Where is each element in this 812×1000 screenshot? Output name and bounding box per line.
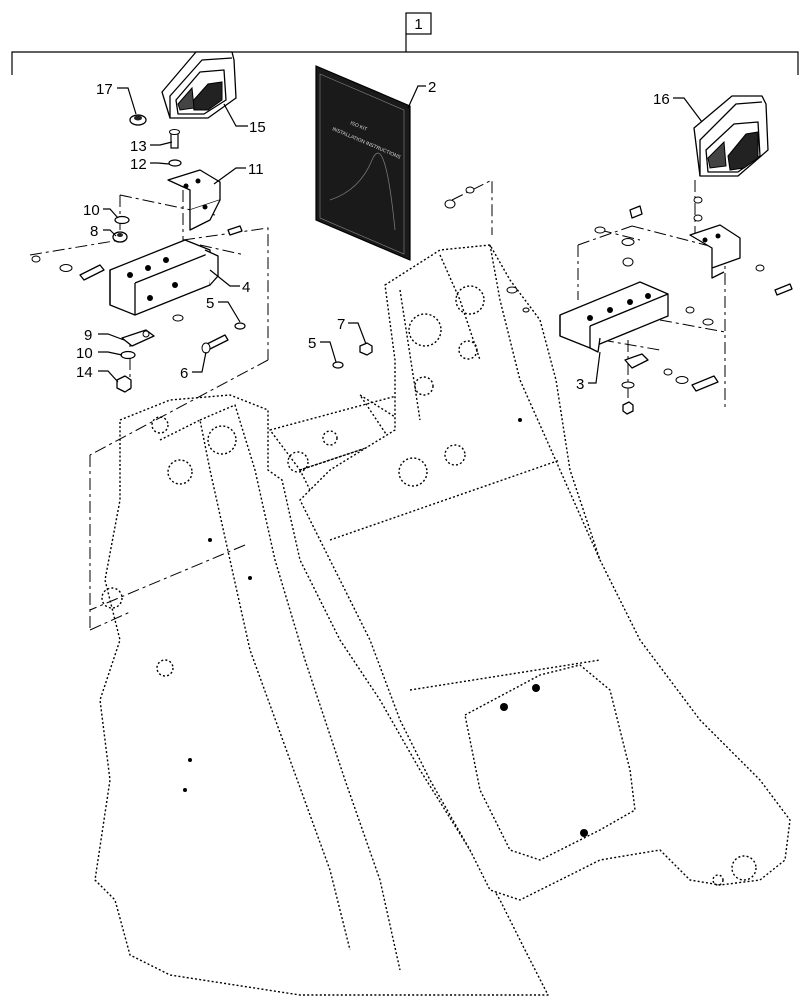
nut-8 — [112, 231, 128, 243]
washer-10b — [120, 350, 136, 360]
washer-10a — [114, 215, 130, 225]
fasteners-left — [31, 225, 243, 322]
lamp-plate-right — [689, 224, 741, 279]
bracket-right — [559, 281, 669, 353]
callout-17: 17 — [96, 81, 113, 98]
callout-2: 2 — [428, 79, 436, 96]
kit-callout: 1 — [414, 16, 422, 33]
nut-14 — [116, 375, 132, 393]
callout-7: 7 — [337, 316, 345, 333]
callout-11: 11 — [248, 161, 264, 178]
callout-3: 3 — [576, 376, 584, 393]
callout-15: 15 — [249, 119, 266, 136]
callout-10-top: 10 — [83, 202, 100, 219]
bolt-6 — [201, 334, 229, 354]
washer-12 — [168, 159, 182, 167]
nut-17 — [129, 114, 147, 126]
lamp-plate-left — [167, 169, 221, 231]
callout-5-left: 5 — [206, 295, 214, 312]
callout-labels: 17 15 2 16 13 12 11 10 8 4 5 6 9 10 14 5… — [76, 79, 670, 393]
instruction-booklet: ISO KIT INSTALLATION INSTRUCTIONS — [315, 65, 411, 261]
callout-leaders — [98, 85, 703, 384]
callout-13: 13 — [130, 138, 147, 155]
washer-5b — [332, 361, 344, 369]
washer-5a — [234, 322, 246, 330]
callout-4: 4 — [242, 279, 250, 296]
callout-10-bottom: 10 — [76, 345, 93, 362]
work-lamp-left — [161, 51, 237, 119]
bolt-13 — [169, 129, 180, 149]
kit-bracket: 1 — [11, 12, 799, 75]
callout-12: 12 — [130, 156, 147, 173]
bracket-left — [109, 239, 219, 316]
callout-5-center: 5 — [308, 335, 316, 352]
callout-14: 14 — [76, 364, 93, 381]
callout-8: 8 — [90, 223, 98, 240]
callout-9: 9 — [84, 327, 92, 344]
loader-frame — [94, 244, 791, 996]
clip-9 — [121, 329, 155, 347]
fasteners-right — [444, 186, 793, 415]
callout-16: 16 — [653, 91, 670, 108]
callout-6: 6 — [180, 365, 188, 382]
nut-7 — [359, 342, 373, 356]
work-lamp-right — [693, 95, 769, 177]
